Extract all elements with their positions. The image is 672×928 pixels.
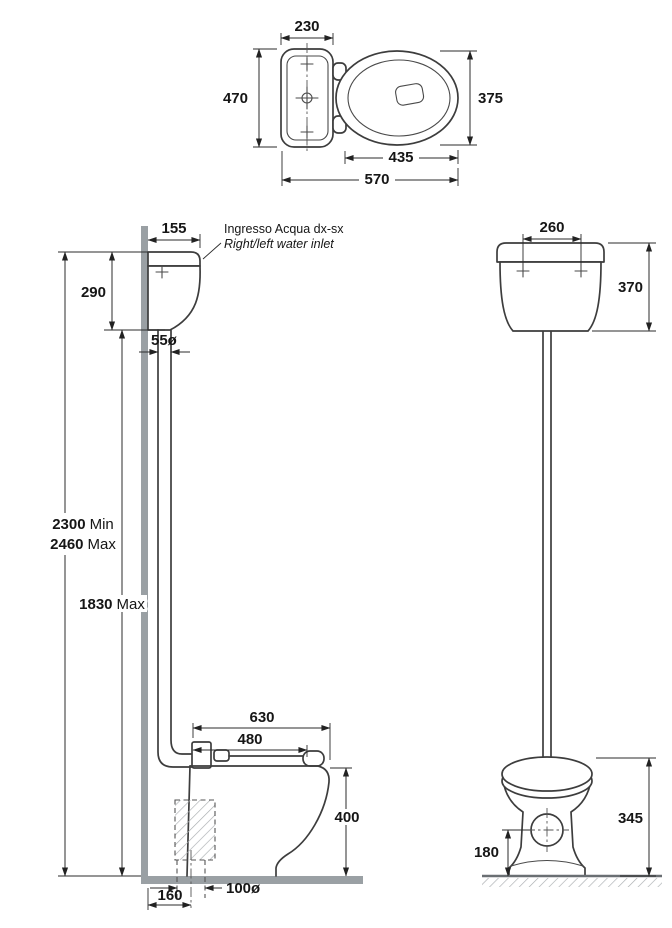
inlet-cross-center xyxy=(295,86,319,110)
top-view-dimensions: 230 470 375 435 570 xyxy=(223,18,503,191)
dim-label-570: 570 xyxy=(364,171,389,188)
dim-2460-unit: Max xyxy=(88,536,117,553)
dim-label-435: 435 xyxy=(388,149,413,166)
fixing-cross-left xyxy=(516,264,530,278)
rim-upper xyxy=(501,756,593,792)
dim-label-400: 400 xyxy=(334,809,359,826)
dim-2300-value: 2300 xyxy=(52,516,85,533)
lid-handle xyxy=(395,83,425,106)
dim-2300-unit: Min xyxy=(90,516,114,533)
seat-plan xyxy=(335,50,459,146)
dim-label-180: 180 xyxy=(474,844,499,861)
top-view: 230 470 375 435 570 xyxy=(223,18,503,191)
dim-2460-value: 2460 xyxy=(50,536,83,553)
fixing-hole-cross-top xyxy=(300,57,314,71)
note-water-inlet-italian: Ingresso Acqua dx-sx xyxy=(224,222,344,236)
flush-pipe-front xyxy=(542,330,552,766)
side-view: 155 Ingresso Acqua dx-sx Right/left wate… xyxy=(47,220,365,910)
cistern-body xyxy=(499,261,602,332)
hidden-outlet-pipe xyxy=(176,860,206,898)
flush-pipe-side xyxy=(157,329,197,768)
dim-label-370: 370 xyxy=(618,279,643,296)
cistern-lid xyxy=(496,242,605,263)
front-view: 260 370 345 180 xyxy=(474,219,662,887)
dim-label-155: 155 xyxy=(161,220,186,237)
seat-front-edge xyxy=(302,750,325,767)
dim-label-2300-min: 2300 Min xyxy=(52,516,114,533)
cistern-front xyxy=(496,242,605,332)
dim-label-100: 100ø xyxy=(226,880,261,897)
dim-1830-unit: Max xyxy=(117,596,146,613)
floor-hatch xyxy=(482,878,662,887)
dim-label-260: 260 xyxy=(539,219,564,236)
wall xyxy=(141,226,148,884)
dim-label-375: 375 xyxy=(478,90,503,107)
base-skirt xyxy=(510,860,584,867)
dim-1830-value: 1830 xyxy=(79,596,112,613)
flush-spud xyxy=(191,741,212,769)
fixing-hole-cross-bottom xyxy=(300,125,314,139)
water-inlet-cross xyxy=(155,265,169,279)
dim-label-290: 290 xyxy=(81,284,106,301)
toilet-front xyxy=(501,756,593,877)
dim-label-480: 480 xyxy=(237,731,262,748)
floor-left xyxy=(141,876,363,884)
dim-label-630: 630 xyxy=(249,709,274,726)
dim-label-160: 160 xyxy=(157,887,182,904)
dim-label-345: 345 xyxy=(618,810,643,827)
cistern-plan xyxy=(280,43,334,153)
seat-hinge-side xyxy=(213,749,230,762)
trap-hatch xyxy=(175,800,215,860)
note-water-inlet-english: Right/left water inlet xyxy=(224,237,334,251)
front-view-dimensions: 260 370 345 180 xyxy=(474,219,656,877)
cistern-side xyxy=(147,251,201,331)
dim-label-230: 230 xyxy=(294,18,319,35)
dim-label-1830-max: 1830 Max xyxy=(79,596,145,613)
bowl-front-profile xyxy=(275,765,330,877)
side-view-dimensions: 155 Ingresso Acqua dx-sx Right/left wate… xyxy=(47,220,365,910)
dim-label-470: 470 xyxy=(223,90,248,107)
fixing-cross-right xyxy=(574,264,588,278)
dim-label-2460-max: 2460 Max xyxy=(50,536,116,553)
dim-label-55: 55ø xyxy=(151,332,178,349)
hidden-trap xyxy=(174,799,216,861)
note-leader-line xyxy=(202,242,222,260)
